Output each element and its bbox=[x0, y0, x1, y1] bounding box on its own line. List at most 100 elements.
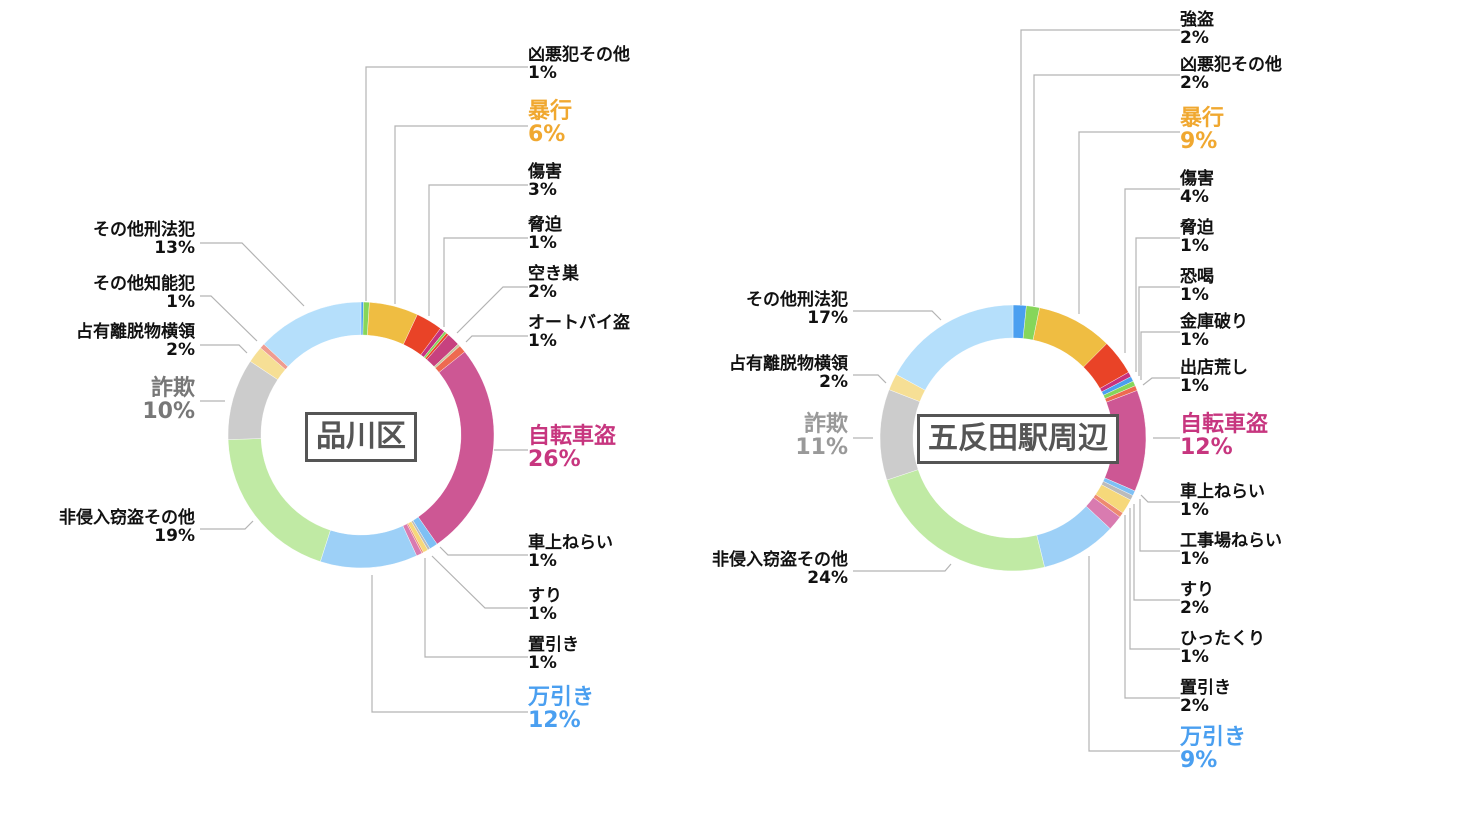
leader-line bbox=[200, 295, 258, 342]
leader-line bbox=[200, 242, 305, 307]
segment-label-percent: 17% bbox=[807, 307, 848, 328]
chart-title-shinagawa: 品川区 bbox=[305, 412, 417, 462]
leader-line bbox=[1142, 377, 1180, 386]
leader-line bbox=[365, 66, 528, 301]
segment-label-percent: 12% bbox=[1180, 435, 1233, 461]
leader-line bbox=[1135, 237, 1180, 372]
leader-line bbox=[1138, 286, 1180, 376]
segment-label-percent: 1% bbox=[1180, 284, 1209, 305]
segment-label-name: 自転車盗 bbox=[1180, 412, 1269, 437]
leader-line bbox=[1129, 508, 1180, 650]
segment-label-name: 凶悪犯その他 bbox=[1180, 55, 1282, 75]
segment-label-percent: 1% bbox=[1180, 375, 1209, 396]
leader-line bbox=[200, 520, 254, 530]
segment-label-percent: 19% bbox=[154, 525, 195, 546]
segment-label-percent: 2% bbox=[166, 339, 195, 360]
segment-label-percent: 1% bbox=[1180, 646, 1209, 667]
segment-label-percent: 12% bbox=[528, 708, 581, 734]
donut-segment bbox=[879, 389, 921, 481]
chart-title-gotanda: 五反田駅周辺 bbox=[917, 414, 1119, 464]
leader-line bbox=[1078, 131, 1180, 314]
segment-label-name: 詐欺 bbox=[150, 376, 195, 401]
segment-label-name: 出店荒し bbox=[1180, 358, 1248, 378]
segment-label-name: 恐喝 bbox=[1180, 267, 1214, 287]
leader-line bbox=[853, 374, 887, 384]
segment-label-name: その他刑法犯 bbox=[746, 290, 848, 310]
segment-label-percent: 11% bbox=[795, 435, 848, 461]
leader-line bbox=[1140, 494, 1180, 503]
segment-label-name: 車上ねらい bbox=[1180, 482, 1265, 502]
segment-label-name: 車上ねらい bbox=[528, 533, 613, 553]
segment-label-name: 占有離脱物横領 bbox=[729, 354, 848, 374]
segment-label-percent: 24% bbox=[807, 567, 848, 588]
segment-label-percent: 1% bbox=[528, 550, 557, 571]
segment-label-percent: 1% bbox=[1180, 235, 1209, 256]
leader-line bbox=[456, 286, 528, 334]
donut-segment bbox=[320, 525, 417, 569]
segment-label-name: 強盗 bbox=[1180, 10, 1214, 30]
segment-label-percent: 3% bbox=[528, 179, 557, 200]
segment-label-name: 脅迫 bbox=[528, 215, 562, 235]
segment-label-name: その他刑法犯 bbox=[93, 220, 195, 240]
segment-label-name: 空き巣 bbox=[528, 264, 579, 284]
segment-label-percent: 26% bbox=[528, 447, 581, 473]
segment-label-name: 暴行 bbox=[1180, 106, 1225, 131]
segment-label-percent: 4% bbox=[1180, 186, 1209, 207]
segment-label-percent: 10% bbox=[142, 399, 195, 425]
leader-line bbox=[465, 335, 528, 343]
segment-label-percent: 9% bbox=[1180, 748, 1218, 774]
donut-segment bbox=[895, 304, 1014, 391]
leader-lines-gotanda bbox=[853, 29, 1180, 752]
segment-label-name: 置引き bbox=[1180, 678, 1231, 698]
leader-line bbox=[439, 546, 528, 556]
segment-label-name: 暴行 bbox=[528, 99, 573, 124]
segment-label-name: 傷害 bbox=[528, 162, 562, 182]
segment-label-name: その他知能犯 bbox=[93, 274, 195, 294]
segment-label-name: 置引き bbox=[528, 635, 579, 655]
segment-label-percent: 2% bbox=[1180, 597, 1209, 618]
donut-segment bbox=[886, 469, 1045, 572]
segment-label-percent: 9% bbox=[1180, 129, 1218, 155]
leader-line bbox=[443, 237, 528, 327]
donut-chart-shinagawa bbox=[227, 301, 495, 569]
segment-label-name: 万引き bbox=[1180, 725, 1247, 750]
donut-segment bbox=[417, 351, 495, 545]
segment-label-percent: 1% bbox=[1180, 329, 1209, 350]
segment-label-percent: 2% bbox=[1180, 72, 1209, 93]
segment-label-percent: 1% bbox=[166, 291, 195, 312]
segment-label-percent: 2% bbox=[1180, 27, 1209, 48]
segment-label-name: ひったくり bbox=[1180, 629, 1265, 649]
leader-line bbox=[1088, 556, 1180, 752]
segment-label-name: 詐欺 bbox=[803, 412, 848, 437]
segment-label-name: 金庫破り bbox=[1180, 312, 1248, 332]
leader-line bbox=[853, 310, 942, 321]
segment-label-name: 傷害 bbox=[1180, 169, 1214, 189]
segment-label-percent: 1% bbox=[528, 652, 557, 673]
segment-label-name: 自転車盗 bbox=[528, 424, 617, 449]
segment-label-name: 脅迫 bbox=[1180, 218, 1214, 238]
